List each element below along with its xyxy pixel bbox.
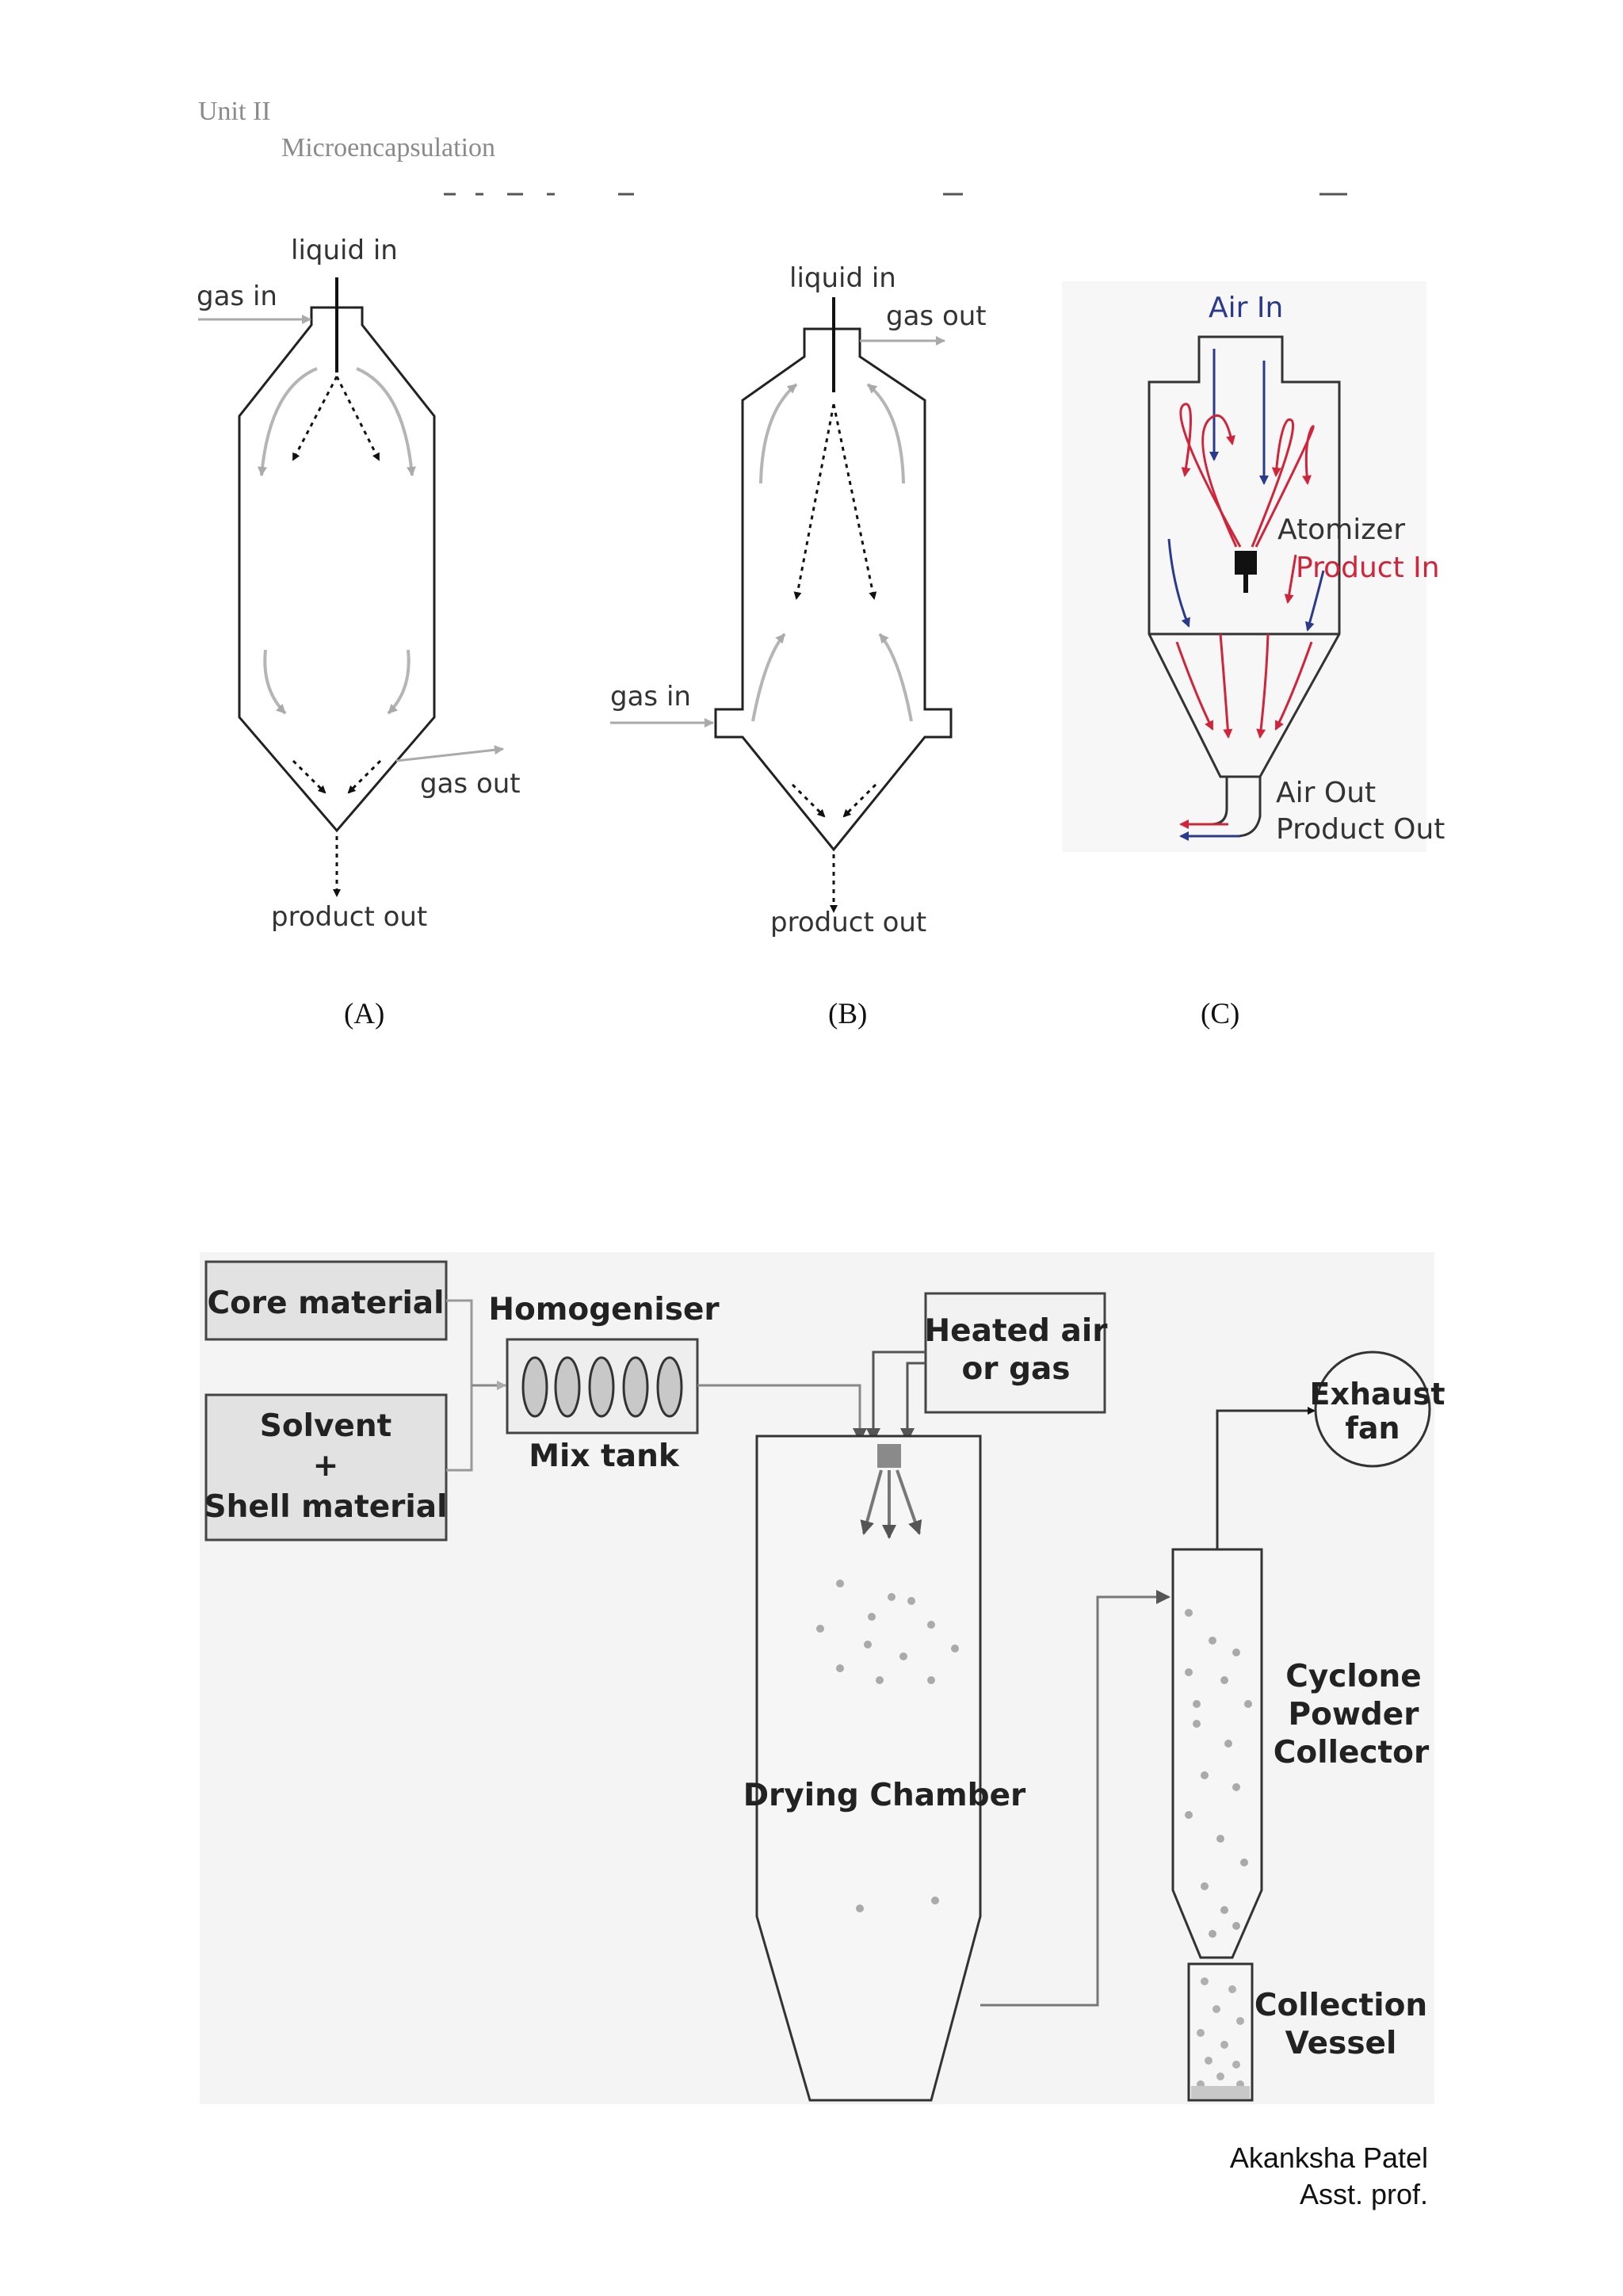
panel-c-product-out-label: Product Out (1276, 813, 1445, 846)
collection-vessel-label-1: Collection (1254, 1988, 1427, 2023)
unit-label: Unit II (198, 97, 271, 126)
solvent-label: Solvent (260, 1408, 392, 1444)
drying-chamber-label: Drying Chamber (743, 1778, 1026, 1813)
shell-material-label: Shell material (204, 1489, 448, 1525)
panel-a-diagram (198, 277, 504, 897)
exhaust-fan-label-2: fan (1345, 1411, 1400, 1446)
exhaust-fan-label-1: Exhaust (1310, 1377, 1445, 1412)
caption-c: (C) (1201, 998, 1240, 1030)
caption-a: (A) (344, 998, 385, 1030)
panel-a-gas-out-arrow (395, 745, 504, 762)
panel-b-product-out-label: product out (770, 907, 926, 938)
panel-c-diagram (1062, 281, 1426, 852)
core-material-box (204, 1260, 448, 1341)
cyclone-label-3: Collector (1274, 1735, 1430, 1771)
panel-a-vessel (238, 306, 436, 833)
heated-air-box (924, 1292, 1106, 1414)
panel-c-air-out-label: Air Out (1276, 777, 1376, 809)
panel-b-gas-in-label: gas in (610, 681, 691, 712)
caption-b: (B) (828, 998, 868, 1030)
mix-tank-label: Mix tank (529, 1438, 680, 1474)
panel-b-gas-out-label: gas out (886, 300, 987, 332)
panel-c-product-in-label: Product In (1296, 552, 1440, 584)
cyclone-label-1: Cyclone (1285, 1659, 1422, 1694)
panel-a-gas-in-label: gas in (197, 281, 277, 312)
core-material-label: Core material (207, 1286, 444, 1321)
topic-label: Microencapsulation (281, 133, 496, 162)
drying-chamber (755, 1435, 982, 2102)
process-diagram (204, 1260, 1431, 2102)
cyclone-label-2: Powder (1288, 1697, 1419, 1733)
panel-c-atomizer-label: Atomizer (1277, 514, 1405, 546)
spray-nozzle (877, 1444, 901, 1468)
heated-air-label-1: Heated air (925, 1313, 1109, 1349)
panel-b-vessel (714, 327, 953, 852)
plus-label: + (313, 1448, 339, 1484)
panel-b-liquid-in-label: liquid in (789, 262, 896, 294)
panel-a-product-out-label: product out (271, 901, 427, 933)
panel-b-diagram (610, 297, 953, 913)
collection-vessel-label-2: Vessel (1285, 2026, 1397, 2061)
panel-a-gas-out-label: gas out (420, 768, 521, 800)
solvent-shell-box (204, 1393, 448, 1541)
homogeniser-label: Homogeniser (488, 1292, 720, 1328)
heated-air-label-2: or gas (961, 1351, 1070, 1387)
exhaust-fan (1314, 1350, 1431, 1468)
atomizer-icon (1235, 551, 1257, 575)
panel-a-liquid-in-label: liquid in (291, 235, 398, 266)
author-designation: Asst. prof. (1299, 2178, 1428, 2210)
panel-c-air-in-label: Air In (1209, 292, 1283, 324)
author-name: Akanksha Patel (1229, 2141, 1428, 2174)
